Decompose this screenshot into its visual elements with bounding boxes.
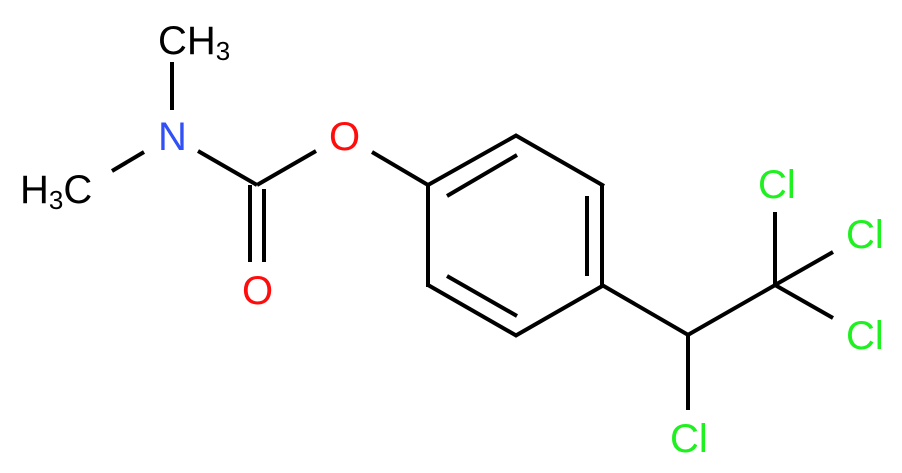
bond-ester-o-ring (370, 150, 430, 187)
bond-n-carbonyl (197, 149, 258, 187)
chlorine-top-label: Cl (758, 163, 796, 207)
bond-ccl3-cl-right (774, 250, 834, 287)
methyl-top-label: CH3 (158, 19, 230, 66)
bond-ring-2-3 (514, 133, 605, 188)
carbonyl-oxygen-label: O (242, 269, 273, 313)
bond-ring-1-2-inner (445, 153, 519, 198)
chlorine-right-label: Cl (846, 213, 884, 257)
bond-n-methyl-left (110, 150, 146, 173)
chlorine-ch-label: Cl (670, 417, 708, 461)
bond-ccl3-cl-lower-right (774, 283, 834, 320)
bonds (110, 62, 834, 410)
bond-carbonyl-ester-o (256, 149, 317, 187)
bond-ring-5-6-inner (446, 274, 518, 318)
bond-ring-1-2 (427, 133, 518, 187)
ester-oxygen-label: O (329, 115, 360, 159)
bond-ring-ch (600, 283, 692, 338)
bond-ring-4-5 (514, 283, 605, 338)
nitrogen-label: N (158, 115, 187, 159)
chlorine-lower-right-label: Cl (846, 314, 884, 358)
atom-labels: CH3 H3C N O O Cl Cl Cl Cl (20, 19, 884, 461)
methyl-left-label: H3C (20, 168, 92, 215)
bond-ring-5-6 (427, 283, 518, 338)
bond-ch-ccl3 (685, 282, 778, 338)
